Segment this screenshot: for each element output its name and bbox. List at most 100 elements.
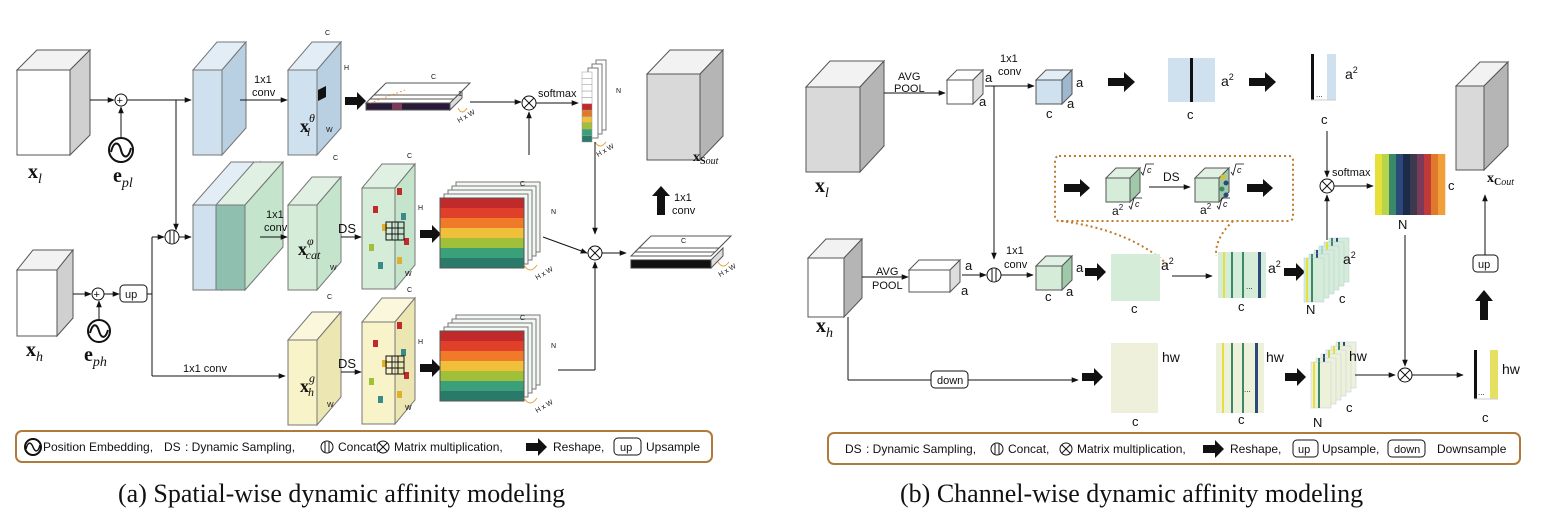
svg-text:conv: conv xyxy=(998,66,1022,78)
svg-text:a2: a2 xyxy=(1268,259,1281,276)
svg-text:c: c xyxy=(1187,107,1194,122)
conv-cube-blue xyxy=(1034,68,1074,106)
input-xh-cube-b xyxy=(806,237,864,319)
svg-text:a: a xyxy=(1066,284,1074,299)
svg-text:conv: conv xyxy=(1004,259,1028,271)
svg-text:N: N xyxy=(1313,415,1322,430)
svg-text:a: a xyxy=(979,94,987,109)
svg-text:conv: conv xyxy=(264,222,288,234)
svg-text:a2: a2 xyxy=(1112,203,1124,218)
g-block xyxy=(286,310,343,427)
svg-text:softmax: softmax xyxy=(538,88,577,100)
svg-text:1x1: 1x1 xyxy=(1006,245,1024,257)
svg-text:a: a xyxy=(1067,96,1075,111)
svg-text:softmax: softmax xyxy=(1332,167,1371,179)
svg-text:c: c xyxy=(1482,410,1489,425)
svg-text:POOL: POOL xyxy=(894,83,925,95)
svg-text:hw: hw xyxy=(1266,349,1285,365)
svg-text:AVG: AVG xyxy=(898,71,920,83)
svg-text:Downsample: Downsample xyxy=(1437,442,1507,456)
pooled-box-h xyxy=(907,258,962,294)
svg-text:a: a xyxy=(961,283,969,298)
caption-a: (a) Spatial-wise dynamic affinity modeli… xyxy=(118,479,565,508)
svg-text:H: H xyxy=(344,65,349,72)
svg-text:H x W: H x W xyxy=(535,266,555,282)
phi-heat-stack xyxy=(439,181,541,269)
concat-symbol-b xyxy=(986,267,1002,283)
svg-text:C: C xyxy=(520,315,525,322)
svg-text:down: down xyxy=(1394,444,1420,456)
svg-text:up: up xyxy=(620,442,632,454)
concat-symbol xyxy=(164,229,180,245)
svg-text:...: ... xyxy=(1316,90,1323,99)
svg-text:c: c xyxy=(1448,178,1455,193)
feature-block-blue xyxy=(191,40,248,157)
svg-text:W: W xyxy=(326,127,333,134)
svg-text:: Dynamic Sampling,: : Dynamic Sampling, xyxy=(866,442,976,456)
svg-text:C: C xyxy=(407,153,412,160)
svg-text:DS: DS xyxy=(1163,170,1180,184)
reshape-arrow-b4 xyxy=(1284,263,1305,281)
svg-text:...: ... xyxy=(1246,282,1253,291)
svg-text:c: c xyxy=(1135,199,1140,209)
svg-text:Upsample,: Upsample, xyxy=(1322,442,1379,456)
svg-text:C: C xyxy=(681,238,686,245)
position-embedding-icon-ph xyxy=(87,319,111,343)
svg-text:down: down xyxy=(937,375,963,387)
svg-text:c: c xyxy=(1346,400,1353,415)
matmul-b-top xyxy=(1319,178,1335,194)
svg-text:DS: DS xyxy=(845,442,862,456)
svg-text:hw: hw xyxy=(1349,348,1368,364)
input-xl-cube xyxy=(15,48,92,157)
ds-block-phi xyxy=(360,162,417,291)
stacked-yellow-sheets xyxy=(1310,341,1357,409)
sampled-matrix-yellow: ... xyxy=(1216,343,1264,413)
input-xl-cube-b xyxy=(804,59,886,174)
svg-text:N: N xyxy=(1306,302,1315,317)
svg-text:...: ... xyxy=(1244,385,1251,394)
blue-matrix xyxy=(1168,58,1215,102)
output-slab-spatial xyxy=(629,235,733,270)
svg-text:N: N xyxy=(551,209,556,216)
thin-column-blue: ... xyxy=(1311,54,1336,101)
svg-text:c: c xyxy=(1223,199,1228,209)
svg-text:W: W xyxy=(405,405,412,412)
conv-up-arrow xyxy=(652,186,670,215)
svg-text:c: c xyxy=(1147,165,1152,175)
output-cube-spatial xyxy=(645,48,725,162)
svg-text:C: C xyxy=(431,74,436,81)
svg-text:Matrix multiplication,: Matrix multiplication, xyxy=(1077,442,1186,456)
position-embedding-icon xyxy=(108,137,134,163)
svg-text:DS: DS xyxy=(338,221,356,236)
concat-block xyxy=(191,160,285,292)
svg-text:conv: conv xyxy=(672,205,696,217)
input-xh-label: xh xyxy=(26,339,43,365)
svg-text:up: up xyxy=(1478,259,1490,271)
green-matrix xyxy=(1111,254,1160,301)
svg-text:1x1: 1x1 xyxy=(254,74,272,86)
svg-text:: Dynamic Sampling,: : Dynamic Sampling, xyxy=(185,440,295,454)
input-xl-label-b: xl xyxy=(815,175,829,201)
channel-affinity-stripes xyxy=(1375,154,1446,215)
svg-text:1x1: 1x1 xyxy=(674,192,692,204)
svg-text:c: c xyxy=(1132,414,1139,429)
svg-text:Concat,: Concat, xyxy=(338,440,379,454)
svg-text:1: 1 xyxy=(458,91,462,98)
svg-text:c: c xyxy=(1046,106,1053,121)
pooled-cube-l xyxy=(945,68,985,106)
svg-text:c: c xyxy=(1131,301,1138,316)
yellow-matrix xyxy=(1111,343,1158,413)
svg-text:N: N xyxy=(1398,217,1407,232)
svg-text:a2: a2 xyxy=(1221,72,1234,89)
svg-text:C: C xyxy=(325,30,330,37)
svg-text:Upsample: Upsample xyxy=(646,440,700,454)
reshape-arrow-mid xyxy=(420,225,441,243)
svg-text:Matrix multiplication,: Matrix multiplication, xyxy=(394,440,503,454)
svg-text:hw: hw xyxy=(1502,361,1521,377)
panel-spatial-wise: xl + epl xh + eph up xyxy=(15,30,738,463)
svg-text:hw: hw xyxy=(1162,349,1181,365)
g-heat-stack xyxy=(439,314,541,402)
theta-reshaped-slab xyxy=(364,82,472,112)
